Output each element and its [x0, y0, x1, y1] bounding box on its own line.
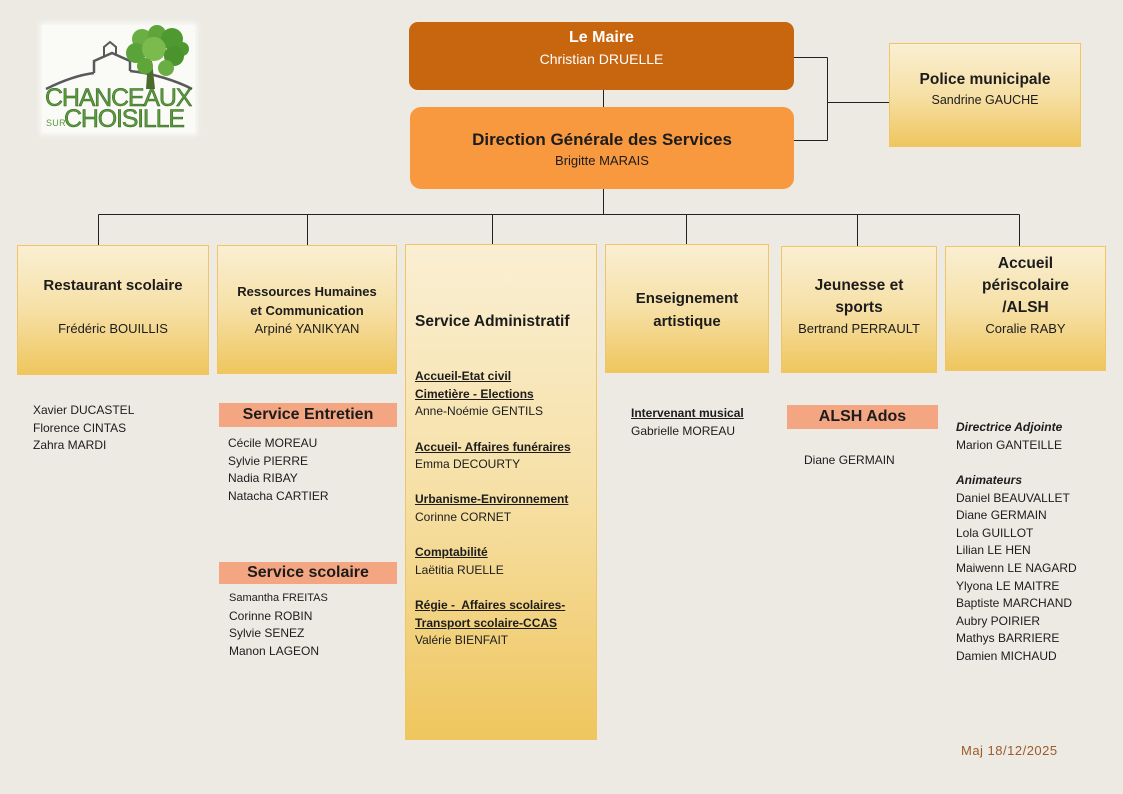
general-direction-box: Direction Générale des Services Brigitte… — [410, 107, 794, 189]
mayor-title: Le Maire — [569, 29, 634, 46]
arts-education-title: Enseignement artistique — [606, 287, 768, 333]
section-person: Valérie BIENFAIT — [415, 633, 509, 648]
youth-sports-head: Bertrand PERRAULT — [798, 321, 920, 336]
school-restaurant-box: Restaurant scolaire Frédéric BOUILLIS — [17, 245, 209, 375]
school-restaurant-staff-list: Xavier DUCASTEL Florence CINTAS Zahra MA… — [33, 402, 134, 455]
title-line: Accueil — [997, 255, 1054, 272]
role-heading: Intervenant musical — [631, 406, 744, 421]
animator: Ylyona LE MAITRE — [956, 578, 1060, 593]
town-logo-tree-icon — [45, 25, 193, 91]
section-person: Anne-Noémie GENTILS — [415, 404, 544, 419]
human-resources-head: Arpiné YANIKYAN — [254, 321, 360, 336]
afterschool-box: Accueil périscolaire /ALSH Coralie RABY — [945, 246, 1106, 371]
title-line: Ressources Humaines — [237, 283, 377, 299]
staff-member: Samantha FREITAS — [229, 592, 328, 605]
deputy-label: Directrice Adjointe — [956, 420, 1063, 435]
animator: Mathys BARRIERE — [956, 631, 1060, 646]
section-heading: Transport scolaire-CCAS — [415, 615, 558, 630]
logo-text-chanceaux: CHANCEAUX — [45, 84, 193, 112]
maintenance-service-header: Service Entretien — [219, 403, 397, 427]
general-direction-name: Brigitte MARAIS — [555, 153, 649, 168]
staff-member: Sylvie SENEZ — [229, 626, 305, 641]
animator: Lilian LE HEN — [956, 543, 1031, 558]
title-line: Jeunesse et — [814, 277, 904, 294]
admin-section-etat-civil: Accueil-Etat civil Cimetière - Elections… — [415, 368, 571, 421]
admin-section-funeral: Accueil- Affaires funéraires Emma DECOUR… — [415, 439, 571, 474]
section-heading: Accueil- Affaires funéraires — [415, 439, 571, 454]
section-person: Laëtitia RUELLE — [415, 562, 504, 577]
title-line: /ALSH — [1002, 299, 1049, 316]
school-service-header: Service scolaire — [219, 562, 397, 584]
title-line: sports — [835, 299, 883, 316]
municipal-police-box: Police municipale Sandrine GAUCHE — [889, 43, 1081, 147]
staff-member: Florence CINTAS — [33, 420, 127, 435]
admin-section-accounting: Comptabilité Laëtitia RUELLE — [415, 544, 571, 579]
school-service-staff-list: Samantha FREITAS Corinne ROBIN Sylvie SE… — [229, 590, 328, 660]
staff-member: Nadia RIBAY — [228, 471, 298, 486]
staff-member: Xavier DUCASTEL — [33, 403, 135, 417]
mayor-box: Le Maire Christian DRUELLE — [409, 22, 794, 90]
administration-title: Service Administratif — [415, 313, 570, 330]
title-line: artistique — [653, 312, 721, 330]
deputy-name: Marion GANTEILLE — [956, 437, 1063, 452]
animator: Aubry POIRIER — [956, 613, 1041, 628]
animators-label: Animateurs — [956, 472, 1023, 487]
municipal-police-name: Sandrine GAUCHE — [931, 93, 1039, 107]
municipal-police-title: Police municipale — [919, 71, 1051, 88]
afterschool-staff-list: Directrice Adjointe Marion GANTEILLE Ani… — [956, 419, 1077, 665]
town-logo: CHANCEAUX SUR CHOISILLE — [42, 25, 195, 133]
staff-member: Gabrielle MOREAU — [631, 423, 736, 438]
afterschool-head: Coralie RABY — [985, 321, 1066, 336]
title-line: et Communication — [250, 302, 364, 318]
logo-text-choisille: CHOISILLE — [64, 105, 186, 133]
section-heading: Accueil-Etat civil — [415, 369, 512, 384]
human-resources-box: Ressources Humaines et Communication Arp… — [217, 245, 397, 374]
section-heading: Régie - Affaires scolaires- — [415, 597, 566, 612]
teen-center-staff-list: Diane GERMAIN — [804, 452, 895, 470]
general-direction-title: Direction Générale des Services — [472, 130, 732, 149]
youth-sports-title: Jeunesse et sports — [782, 275, 936, 319]
logo-text-sur: SUR — [46, 118, 66, 128]
school-restaurant-head: Frédéric BOUILLIS — [58, 321, 168, 336]
staff-member: Diane GERMAIN — [804, 453, 895, 468]
administration-sections: Accueil-Etat civil Cimetière - Elections… — [415, 368, 571, 667]
afterschool-title: Accueil périscolaire /ALSH — [946, 253, 1105, 319]
section-heading: Urbanisme-Environnement — [415, 492, 569, 507]
section-person: Corinne CORNET — [415, 509, 512, 524]
staff-member: Manon LAGEON — [229, 643, 320, 658]
animator: Diane GERMAIN — [956, 508, 1047, 523]
title-line: Enseignement — [635, 289, 739, 307]
staff-member: Cécile MOREAU — [228, 436, 318, 451]
animator: Baptiste MARCHAND — [956, 596, 1073, 611]
arts-education-box: Enseignement artistique — [605, 244, 769, 373]
last-update-date: Maj 18/12/2025 — [961, 743, 1058, 758]
staff-member: Zahra MARDI — [33, 438, 107, 453]
admin-section-school-billing: Régie - Affaires scolaires- Transport sc… — [415, 597, 571, 650]
title-line: périscolaire — [981, 277, 1070, 294]
section-person: Emma DECOURTY — [415, 457, 521, 472]
administration-box: Service Administratif Accueil-Etat civil… — [405, 244, 597, 740]
arts-education-staff-list: Intervenant musical Gabrielle MOREAU — [631, 405, 744, 440]
human-resources-title: Ressources Humaines et Communication — [218, 282, 396, 320]
staff-member: Sylvie PIERRE — [228, 453, 309, 468]
youth-sports-box: Jeunesse et sports Bertrand PERRAULT — [781, 246, 937, 373]
staff-member: Natacha CARTIER — [228, 488, 329, 503]
animator: Damien MICHAUD — [956, 648, 1057, 663]
staff-member: Corinne ROBIN — [229, 608, 313, 623]
teen-center-header: ALSH Ados — [787, 405, 938, 429]
school-restaurant-title: Restaurant scolaire — [43, 277, 183, 294]
animator: Maiwenn LE NAGARD — [956, 560, 1077, 575]
section-heading: Cimetière - Elections — [415, 386, 534, 401]
admin-section-urbanism: Urbanisme-Environnement Corinne CORNET — [415, 491, 571, 526]
animator: Lola GUILLOT — [956, 525, 1034, 540]
section-heading: Comptabilité — [415, 545, 488, 560]
animator: Daniel BEAUVALLET — [956, 490, 1070, 505]
maintenance-staff-list: Cécile MOREAU Sylvie PIERRE Nadia RIBAY … — [228, 435, 328, 505]
mayor-name: Christian DRUELLE — [539, 51, 664, 67]
